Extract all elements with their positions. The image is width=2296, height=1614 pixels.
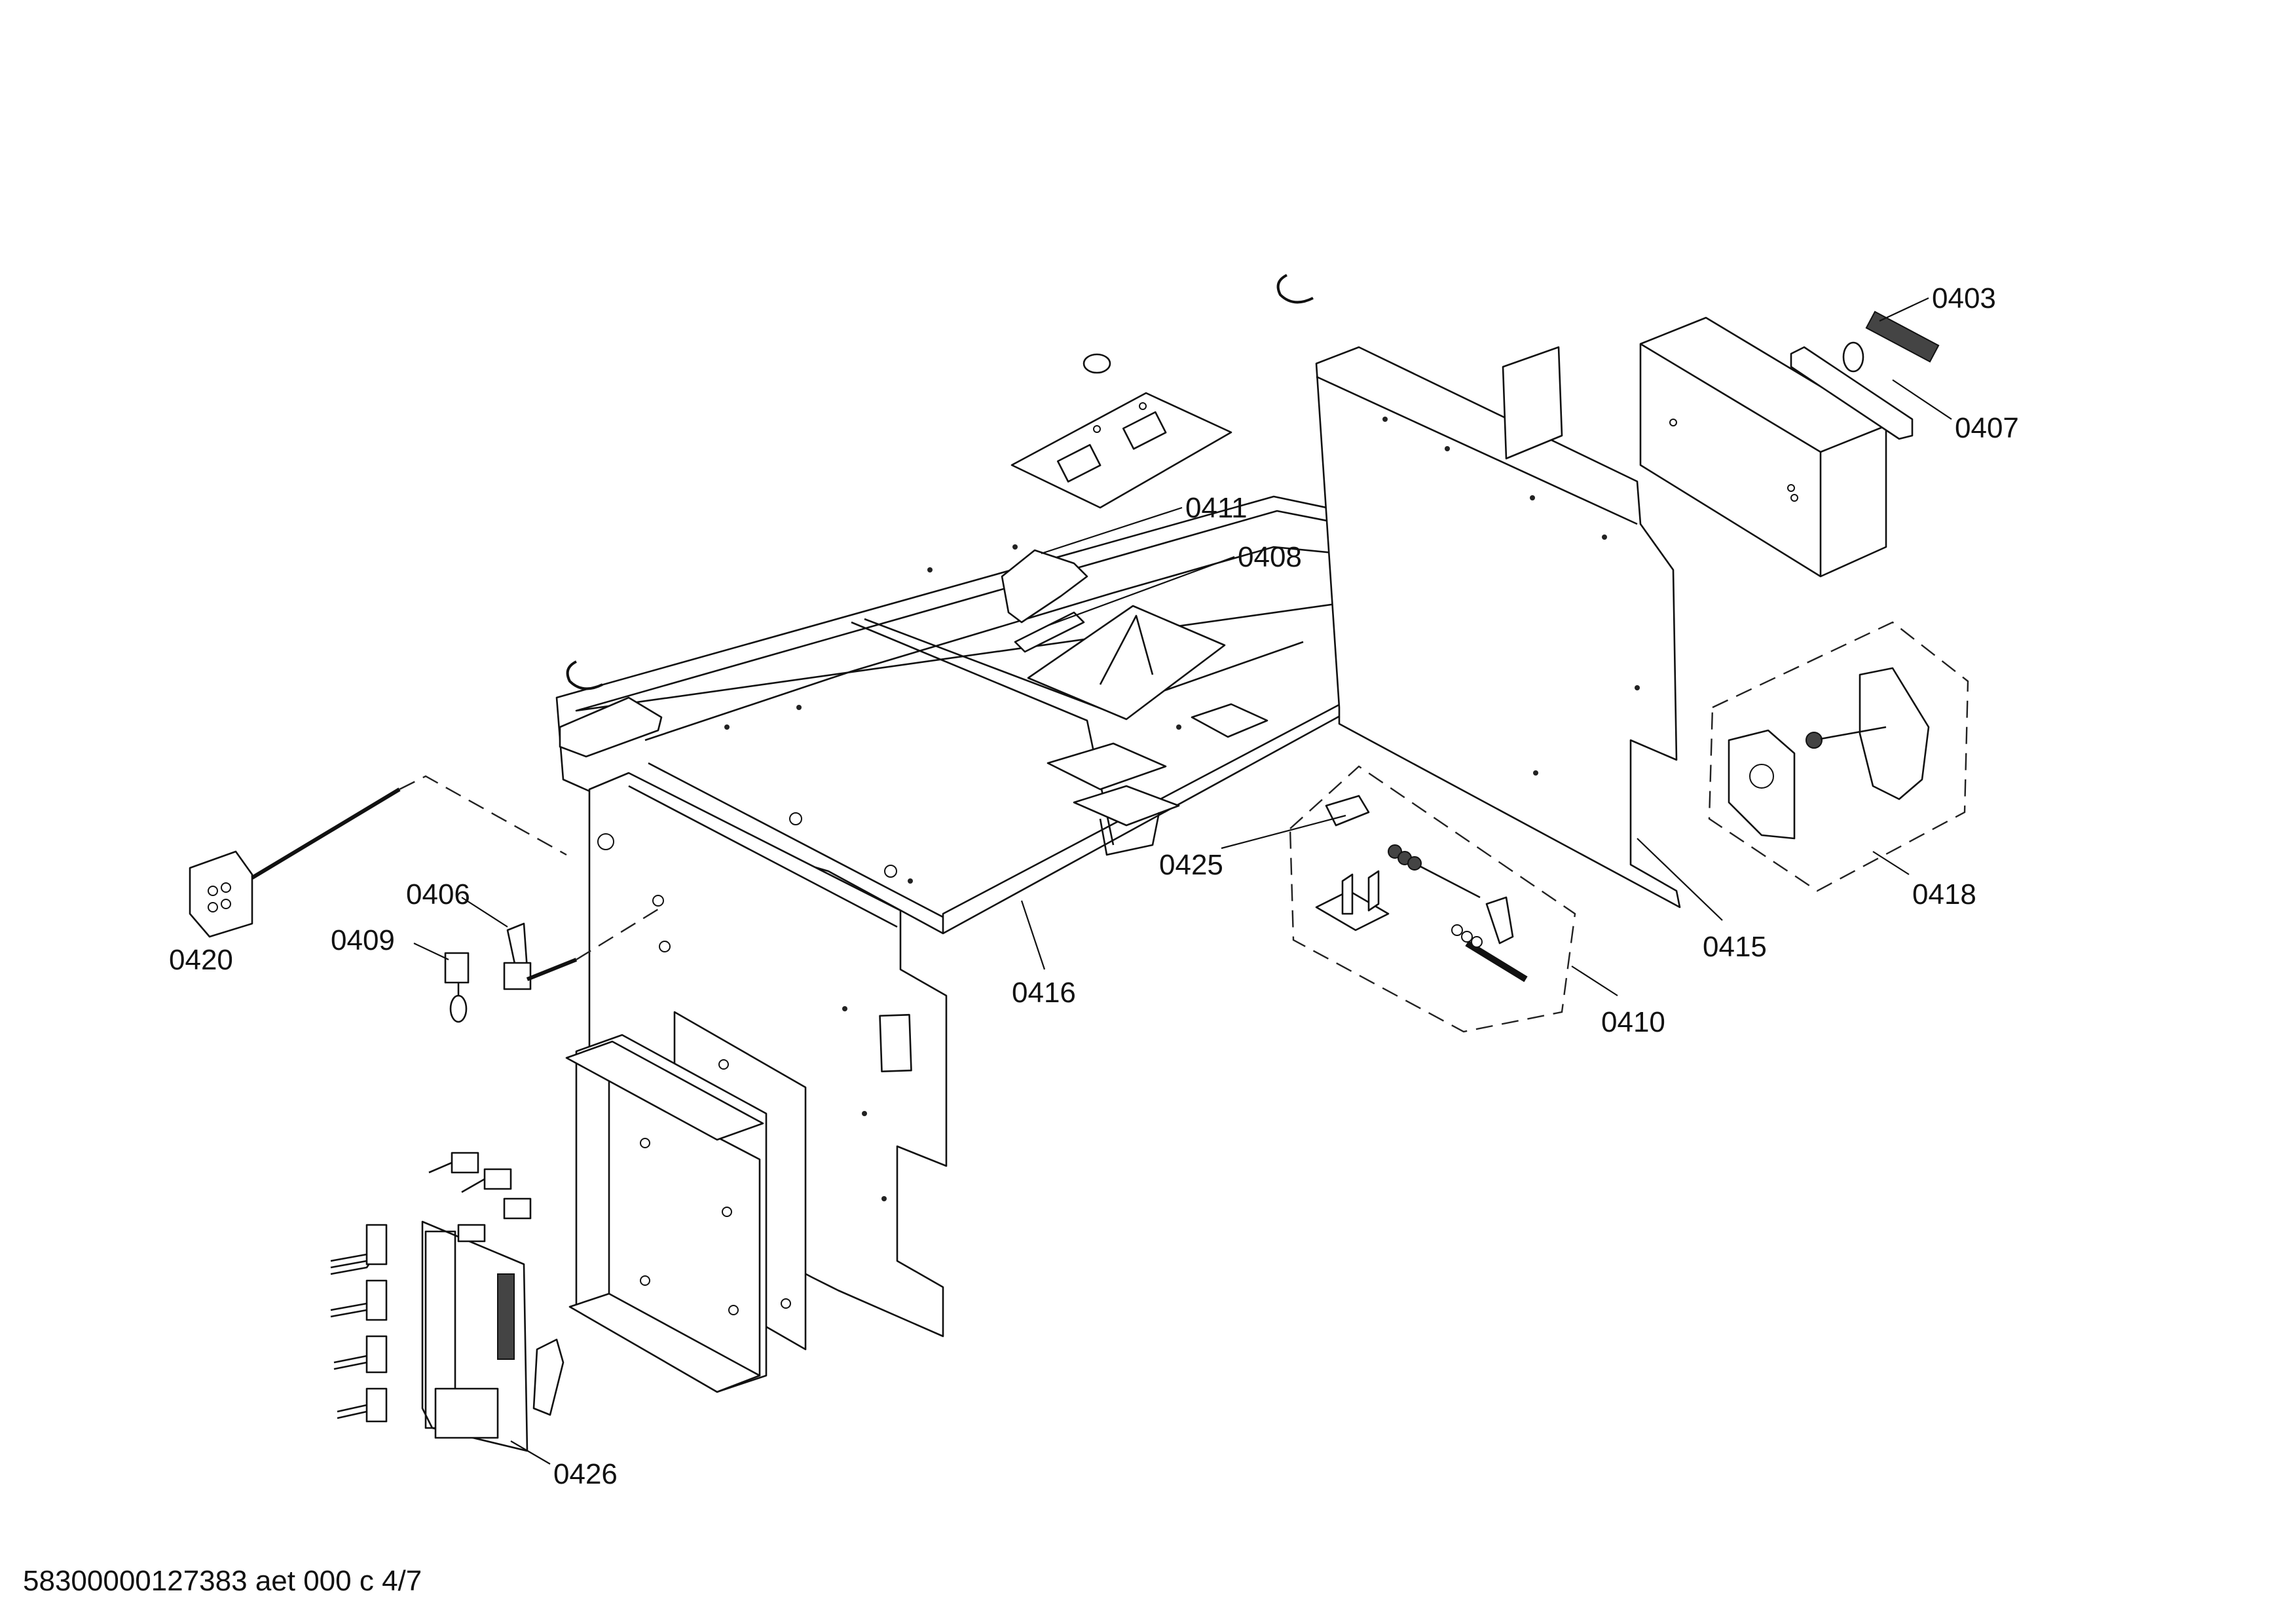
part-label-0425: 0425 xyxy=(1159,849,1223,881)
part-label-0403: 0403 xyxy=(1932,282,1996,314)
assembly-0410 xyxy=(1289,765,1576,1033)
assembly-0418 xyxy=(1708,621,1969,892)
rear-panel-0415 xyxy=(1315,346,1681,909)
grommet xyxy=(1083,353,1111,374)
dash-leaders xyxy=(399,775,662,961)
leader-lines xyxy=(413,297,1952,1465)
part-label-0418: 0418 xyxy=(1912,878,1976,910)
connector-0409 xyxy=(444,952,470,984)
part-labels: 0403 0407 0411 0408 0418 0415 0425 0410 … xyxy=(169,282,2019,1490)
part-label-0407: 0407 xyxy=(1955,412,2019,444)
part-label-0426: 0426 xyxy=(553,1458,618,1490)
part-label-0408: 0408 xyxy=(1238,541,1302,573)
hook-top xyxy=(1276,274,1314,304)
stacked-panels xyxy=(565,1011,807,1393)
part-label-0409: 0409 xyxy=(331,924,395,956)
document-code: 58300000127383 aet 000 c 4/7 xyxy=(23,1565,422,1597)
hook-left xyxy=(566,660,603,690)
control-box xyxy=(1639,310,1940,578)
part-label-0416: 0416 xyxy=(1012,977,1076,1009)
small-parts xyxy=(189,274,1314,1023)
harness-0411 xyxy=(1001,549,1088,624)
part-label-0415: 0415 xyxy=(1703,931,1767,963)
wire-harness-group xyxy=(330,1152,532,1423)
part-label-0411: 0411 xyxy=(1185,492,1248,524)
part-label-0406: 0406 xyxy=(406,878,470,910)
part-label-0420: 0420 xyxy=(169,944,233,976)
pcb-0426 xyxy=(330,1152,565,1452)
part-label-0410: 0410 xyxy=(1601,1006,1665,1038)
fuse-0408 xyxy=(1014,611,1085,653)
temperature-probe-housing-0420 xyxy=(189,850,253,938)
